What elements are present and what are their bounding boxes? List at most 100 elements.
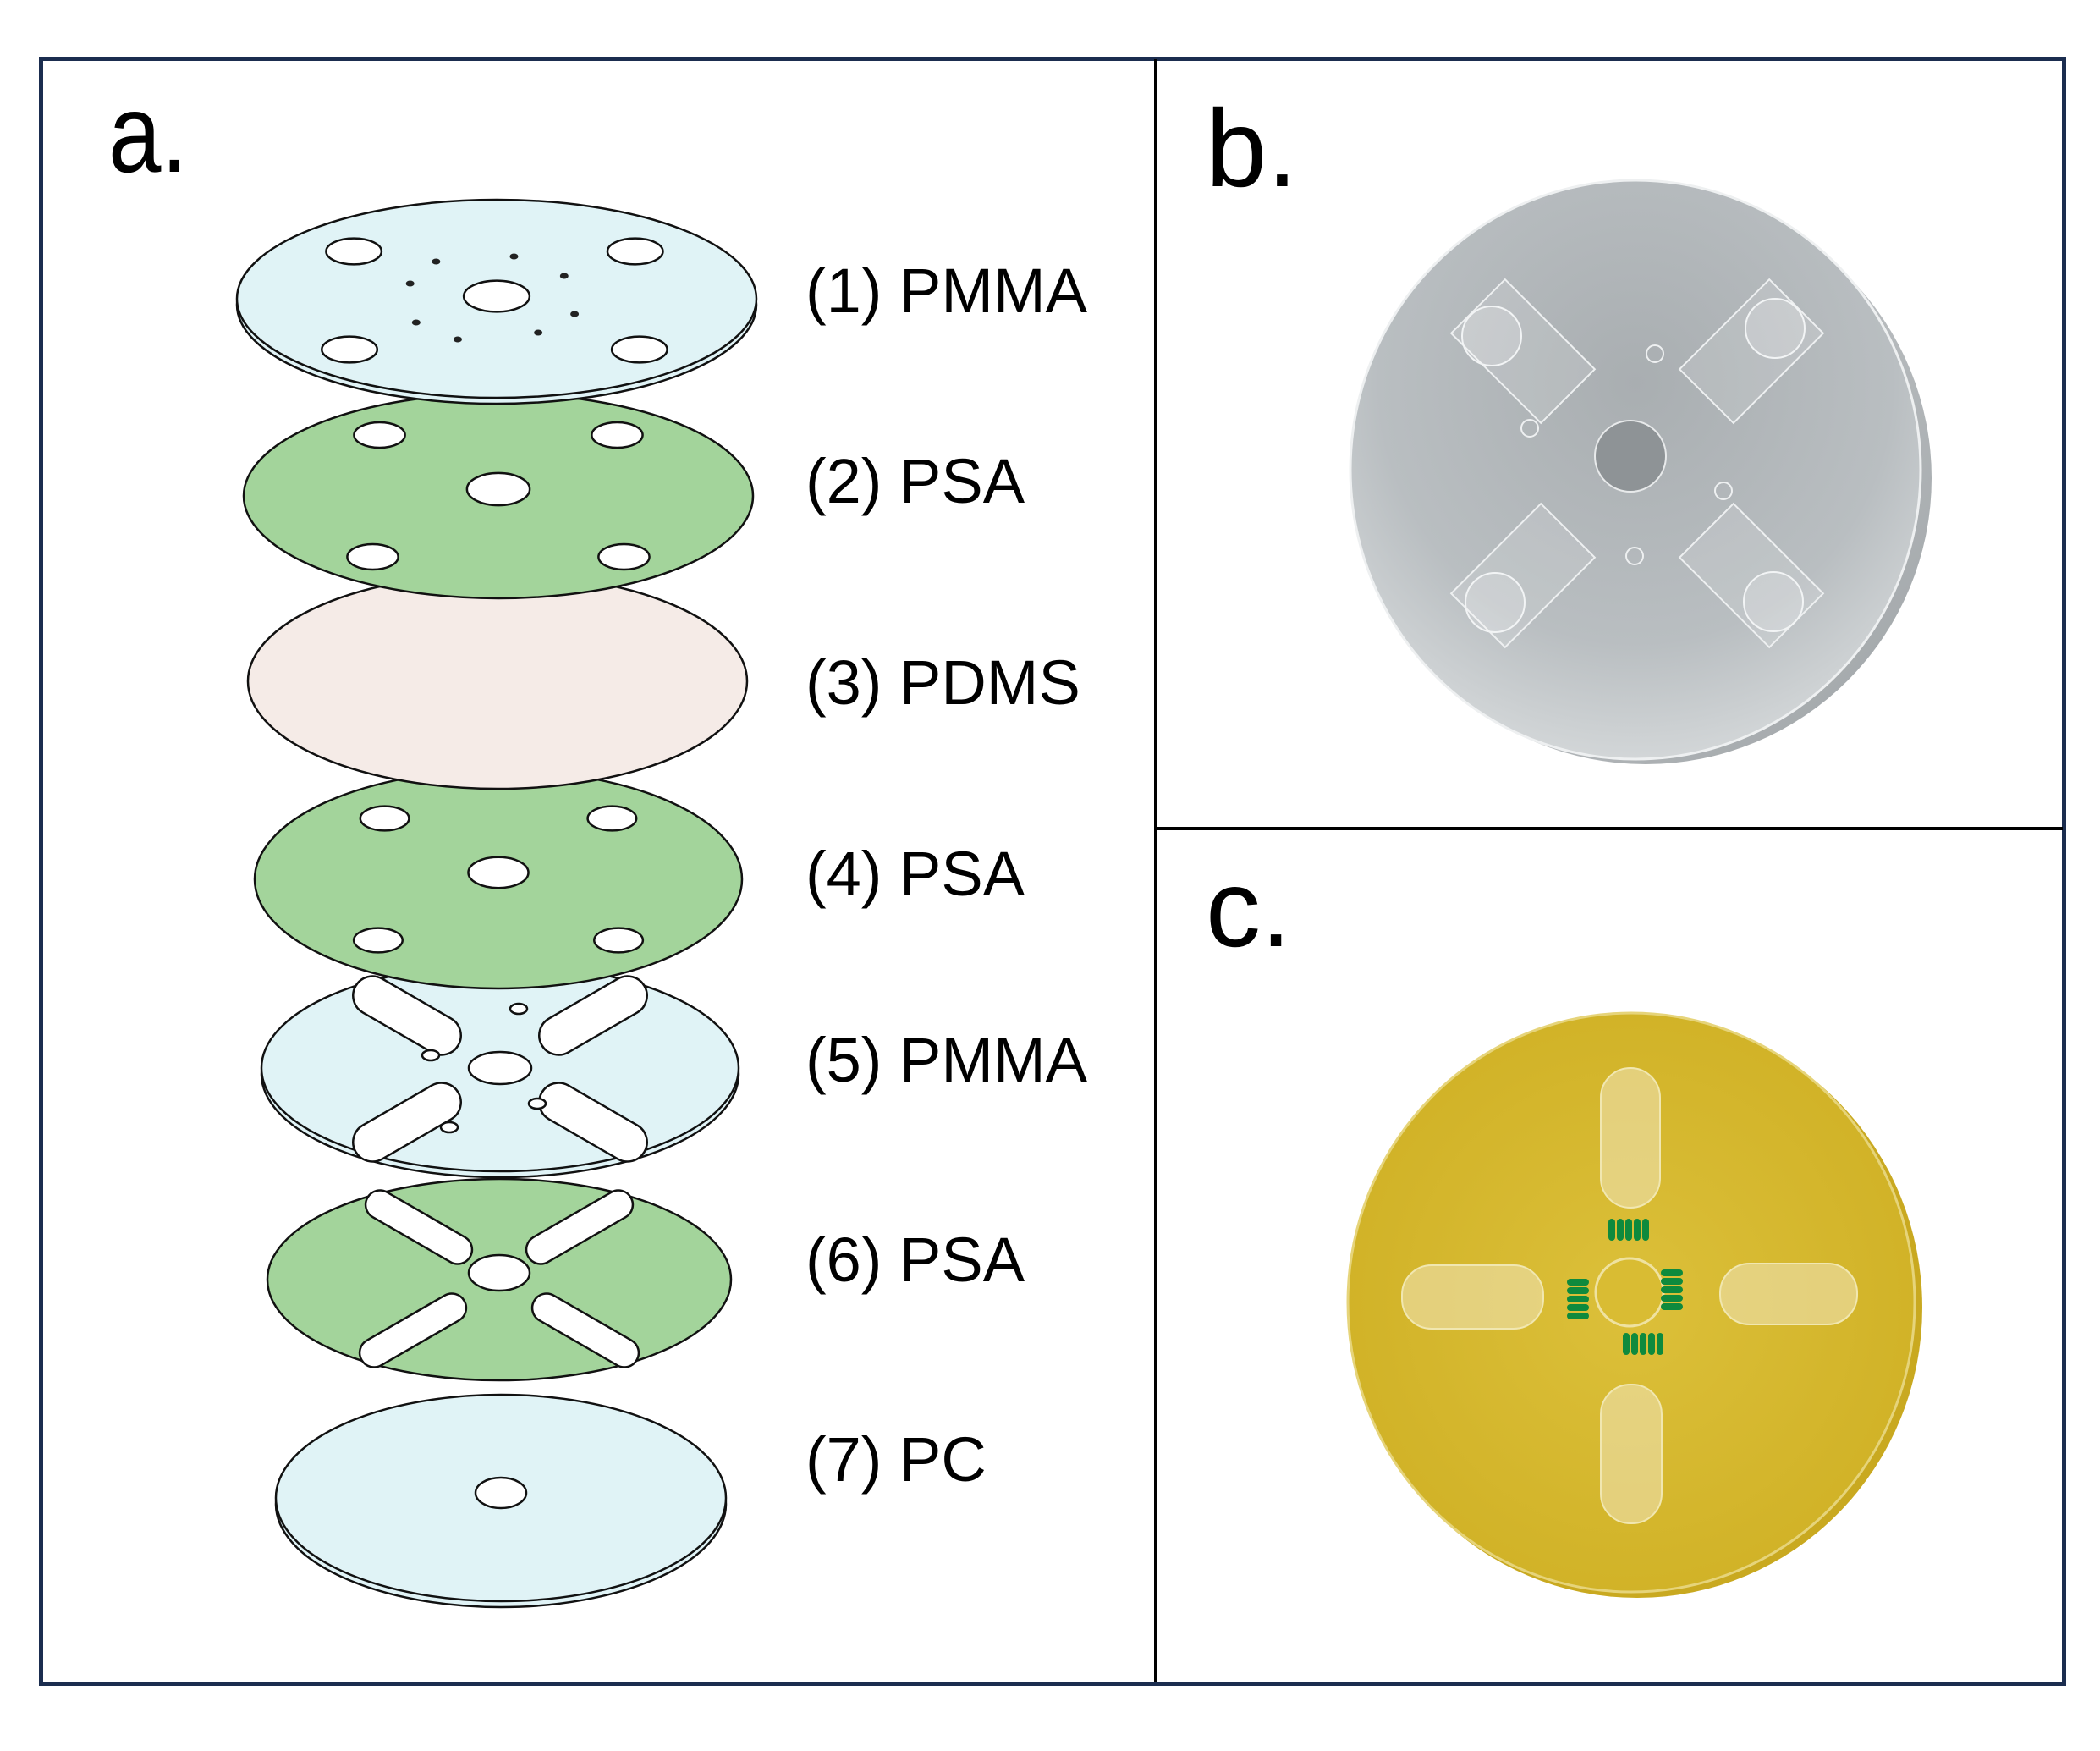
layer-label-6: (6) PSA xyxy=(805,1225,1025,1295)
chamber-1 xyxy=(1678,278,1825,425)
layer-label-7: (7) PC xyxy=(805,1424,987,1495)
panel-a-exploded-view xyxy=(235,198,758,1609)
chamber-0 xyxy=(1449,278,1597,425)
vent-hole xyxy=(606,237,664,266)
center-hole xyxy=(465,471,531,507)
center-hole xyxy=(462,279,531,313)
center-hole xyxy=(467,1050,533,1086)
marker-stroke xyxy=(1625,1219,1632,1241)
chamber-ne xyxy=(538,975,648,1056)
green-marker-0 xyxy=(1608,1219,1649,1241)
vent-hole xyxy=(352,927,404,954)
reservoir xyxy=(1745,298,1806,359)
layer-6-psa xyxy=(266,1177,733,1382)
marker-stroke xyxy=(1567,1313,1589,1319)
vent-hole xyxy=(359,805,410,832)
marker-stroke xyxy=(1623,1333,1630,1355)
layer-1-pmma xyxy=(235,198,758,405)
marker-stroke xyxy=(1657,1333,1663,1355)
marker-stroke xyxy=(1617,1219,1624,1241)
slot-nw xyxy=(364,1189,474,1265)
vent-hole xyxy=(325,237,383,266)
pin-hole xyxy=(405,280,415,287)
green-marker-2 xyxy=(1661,1269,1683,1310)
marker-stroke xyxy=(1608,1219,1615,1241)
inlet-port xyxy=(1520,419,1539,438)
chamber-nw xyxy=(352,975,462,1056)
slot-se xyxy=(530,1292,640,1368)
channel-inlet xyxy=(439,1121,459,1134)
layer-label-4: (4) PSA xyxy=(805,839,1025,909)
pin-hole xyxy=(570,311,580,317)
marker-stroke xyxy=(1567,1296,1589,1302)
marker-stroke xyxy=(1567,1304,1589,1311)
chamber-2 xyxy=(1449,502,1597,649)
marker-stroke xyxy=(1661,1286,1683,1293)
pin-hole xyxy=(559,273,569,279)
layer-4-psa xyxy=(253,768,744,990)
layer-label-1: (1) PMMA xyxy=(805,256,1087,326)
channel-inlet xyxy=(421,1049,441,1062)
vent-hole xyxy=(591,421,644,449)
chamber-0 xyxy=(1600,1067,1661,1209)
chamber-2 xyxy=(1401,1264,1544,1330)
inlet-port xyxy=(1646,344,1664,363)
marker-stroke xyxy=(1567,1287,1589,1294)
pin-hole xyxy=(509,253,519,260)
panel-c-label: c. xyxy=(1206,846,1292,970)
pin-hole xyxy=(534,329,543,336)
chamber-outline xyxy=(1678,278,1825,425)
layer-label-5: (5) PMMA xyxy=(805,1025,1087,1095)
layer-label-2: (2) PSA xyxy=(805,446,1025,516)
inlet-port xyxy=(1625,547,1644,565)
layer-7-pc xyxy=(274,1393,728,1609)
vent-hole xyxy=(610,335,668,364)
marker-stroke xyxy=(1631,1333,1638,1355)
slot-sw xyxy=(358,1292,468,1368)
green-marker-3 xyxy=(1623,1333,1663,1355)
slot-ne xyxy=(525,1189,635,1265)
pin-hole xyxy=(411,319,421,326)
chamber-sw xyxy=(352,1082,462,1163)
green-marker-1 xyxy=(1567,1279,1589,1319)
vent-hole xyxy=(586,805,638,832)
layer-2-psa xyxy=(242,392,755,600)
marker-stroke xyxy=(1567,1279,1589,1286)
figure-frame xyxy=(39,57,2066,1686)
chamber-outline xyxy=(1449,278,1597,425)
panel-b-label: b. xyxy=(1206,86,1298,210)
channel-inlet xyxy=(527,1097,547,1110)
outer-border xyxy=(39,57,2066,1686)
inlet-port xyxy=(1714,482,1733,500)
center-hole xyxy=(474,1476,528,1510)
marker-stroke xyxy=(1661,1303,1683,1310)
center-hole xyxy=(467,856,530,889)
reservoir xyxy=(1465,572,1526,633)
vent-hole xyxy=(353,421,406,449)
marker-stroke xyxy=(1642,1219,1649,1241)
layer-5-pmma xyxy=(260,963,740,1179)
marker-stroke xyxy=(1640,1333,1646,1355)
channel-inlet xyxy=(509,1002,529,1016)
vent-hole xyxy=(593,927,645,954)
marker-stroke xyxy=(1661,1278,1683,1285)
panel-b-rendered-disc xyxy=(1349,179,1932,764)
center-hole xyxy=(1594,1257,1665,1328)
panel-a-label: a. xyxy=(108,71,188,195)
center-hole xyxy=(1594,420,1667,493)
chamber-1 xyxy=(1600,1384,1663,1524)
chamber-outline xyxy=(1449,502,1597,649)
reservoir xyxy=(1461,306,1522,366)
marker-stroke xyxy=(1648,1333,1655,1355)
pin-hole xyxy=(453,336,462,343)
chamber-3 xyxy=(1719,1263,1858,1325)
pin-hole xyxy=(432,258,441,265)
marker-stroke xyxy=(1661,1269,1683,1276)
vent-hole xyxy=(321,335,379,364)
center-hole xyxy=(467,1253,531,1292)
layer-label-3: (3) PDMS xyxy=(805,647,1080,718)
layer-disc xyxy=(246,572,749,790)
panel-c-fabricated-disc-photo xyxy=(1346,1011,1922,1598)
